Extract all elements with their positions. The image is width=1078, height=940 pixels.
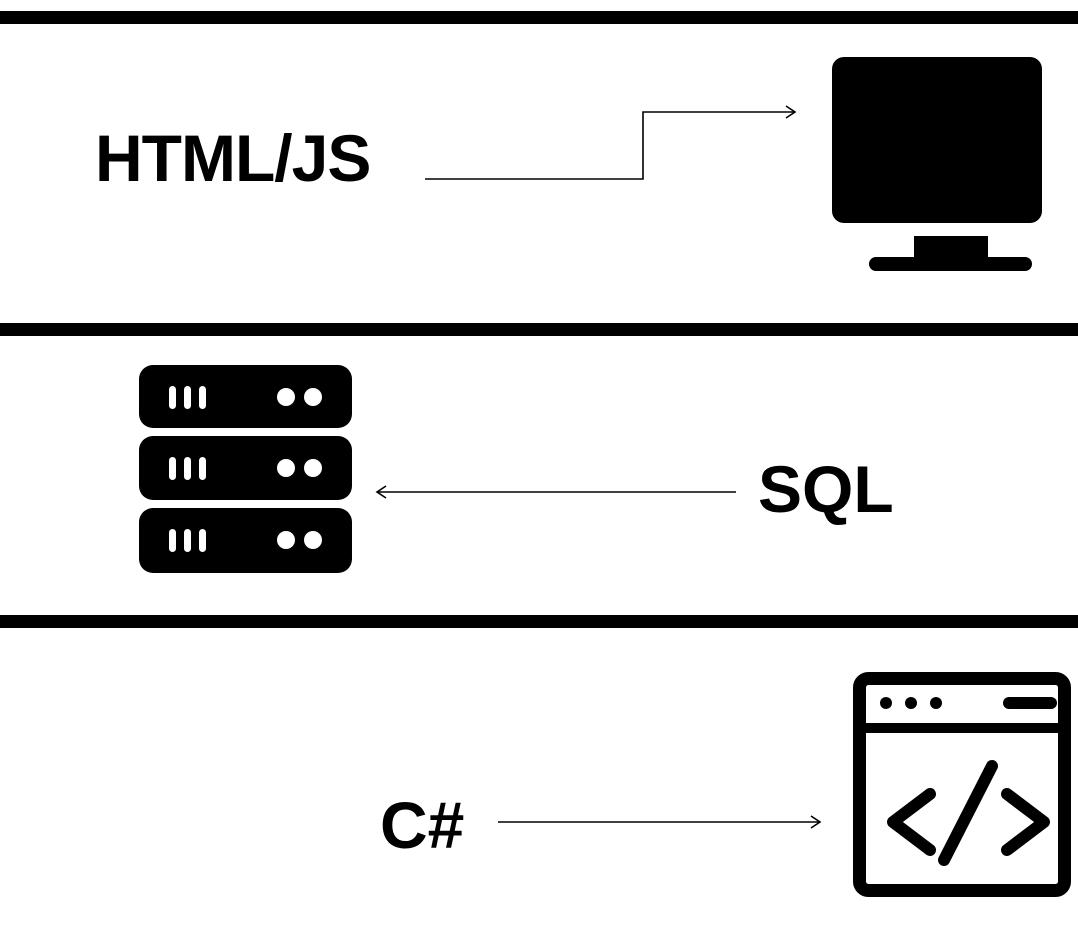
sql-arrow <box>375 485 736 499</box>
csharp-label: C# <box>380 788 465 862</box>
server-unit <box>139 508 352 573</box>
divider-middle-1 <box>0 323 1078 336</box>
sql-label: SQL <box>758 452 894 526</box>
divider-top <box>0 11 1078 24</box>
html-js-label: HTML/JS <box>95 121 371 195</box>
monitor-icon <box>832 57 1042 271</box>
code-window-icon <box>853 672 1071 897</box>
server-rack-icon <box>139 365 352 573</box>
csharp-arrow <box>498 815 822 829</box>
divider-middle-2 <box>0 615 1078 628</box>
server-unit <box>139 365 352 428</box>
html-js-arrow <box>425 105 797 180</box>
server-unit <box>139 436 352 500</box>
